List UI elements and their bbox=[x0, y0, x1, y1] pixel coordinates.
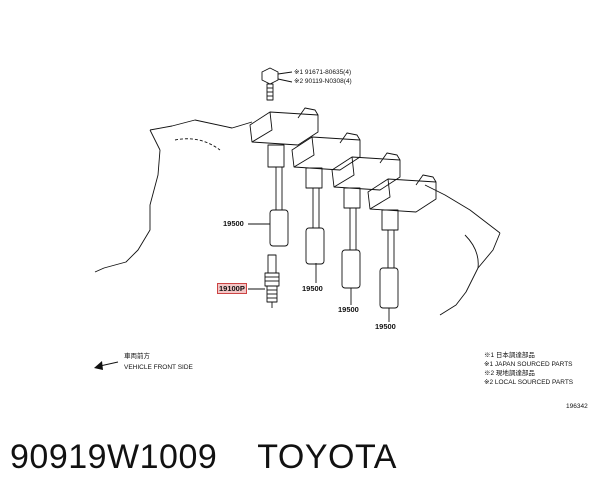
engine-head-outline bbox=[94, 119, 253, 273]
parts-diagram bbox=[94, 67, 501, 370]
spark-plug-callout[interactable]: 19100P bbox=[217, 283, 247, 294]
coil-callout-3[interactable]: 19500 bbox=[338, 305, 359, 314]
front-side-en: VEHICLE FRONT SIDE bbox=[124, 364, 193, 371]
figure-id: 196342 bbox=[566, 403, 588, 410]
ignition-coil-2 bbox=[291, 132, 361, 265]
legend-line-2: ※1 JAPAN SOURCED PARTS bbox=[484, 361, 573, 368]
coil-callout-4[interactable]: 19500 bbox=[375, 322, 396, 331]
direction-arrow-icon bbox=[99, 361, 119, 367]
bolt-note-2: ※2 90119-N0308(4) bbox=[294, 78, 352, 85]
legend-line-1: ※1 日本調達部品 bbox=[484, 352, 535, 359]
spark-plug-icon bbox=[264, 254, 280, 308]
engine-head-outline-right bbox=[424, 184, 501, 316]
coil-callout-2[interactable]: 19500 bbox=[302, 284, 323, 293]
part-footer: 90919W1009 TOYOTA bbox=[10, 438, 397, 477]
ignition-coil-4 bbox=[367, 174, 437, 309]
legend-line-4: ※2 LOCAL SOURCED PARTS bbox=[484, 379, 574, 386]
legend-line-3: ※2 現地調達部品 bbox=[484, 370, 535, 377]
front-side-jp: 車両前方 bbox=[124, 353, 150, 360]
ignition-coil-1 bbox=[249, 107, 319, 247]
bolt-icon bbox=[261, 67, 293, 101]
ignition-coil-3 bbox=[331, 152, 401, 289]
brand-name: TOYOTA bbox=[257, 438, 397, 476]
part-number: 90919W1009 bbox=[10, 438, 218, 476]
bolt-note-1: ※1 91671-80635(4) bbox=[294, 69, 352, 76]
coil-callout-1[interactable]: 19500 bbox=[223, 219, 244, 228]
